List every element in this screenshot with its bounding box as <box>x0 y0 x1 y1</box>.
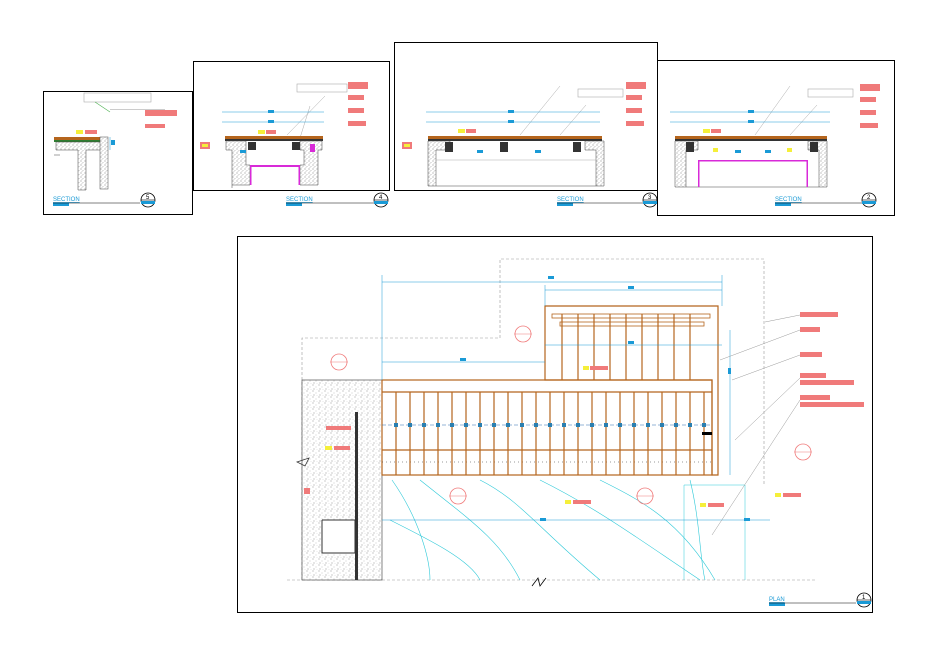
section-5-number: 5 <box>146 195 150 201</box>
section-3-view: SECTION 3 <box>394 42 658 208</box>
post-marker <box>394 423 398 427</box>
elevation-markers <box>330 325 812 505</box>
section-2-frame <box>657 60 895 216</box>
post-marker <box>492 423 496 427</box>
post-marker <box>688 423 692 427</box>
section-4-title: SECTION <box>286 197 313 203</box>
post-marker <box>576 423 580 427</box>
plan-view: PLAN 1 <box>237 236 873 613</box>
section-3-title: SECTION <box>557 197 584 203</box>
section-5-title: SECTION <box>53 197 80 203</box>
post-marker <box>618 423 622 427</box>
plan-number: 1 <box>862 595 866 601</box>
post-marker <box>450 423 454 427</box>
post-marker <box>436 423 440 427</box>
plan-title: PLAN <box>769 597 785 603</box>
post-marker <box>562 423 566 427</box>
post-marker <box>408 423 412 427</box>
section-4-number: 4 <box>379 195 383 201</box>
section-5-view: SECTION 5 <box>43 91 193 215</box>
post-marker <box>702 423 706 427</box>
section-2-title: SECTION <box>775 197 802 203</box>
post-marker <box>464 423 468 427</box>
post-marker <box>604 423 608 427</box>
post-marker <box>632 423 636 427</box>
north-arrow-icon <box>295 457 310 467</box>
post-marker <box>534 423 538 427</box>
deck-upper <box>544 305 719 476</box>
post-marker <box>674 423 678 427</box>
section-5-frame <box>43 91 193 215</box>
post-marker <box>520 423 524 427</box>
post-marker <box>506 423 510 427</box>
section-2-view: SECTION 2 <box>657 60 895 216</box>
water-area <box>389 479 746 581</box>
section-4-frame <box>193 61 390 191</box>
post-marker <box>590 423 594 427</box>
post-marker <box>660 423 664 427</box>
post-marker <box>478 423 482 427</box>
post-marker <box>646 423 650 427</box>
dimension-lines <box>381 275 770 521</box>
post-marker <box>422 423 426 427</box>
plan-frame <box>237 236 873 613</box>
section-3-number: 3 <box>648 195 652 201</box>
section-4-view: SECTION 4 <box>193 61 390 208</box>
section-2-number: 2 <box>867 195 871 201</box>
post-marker <box>548 423 552 427</box>
